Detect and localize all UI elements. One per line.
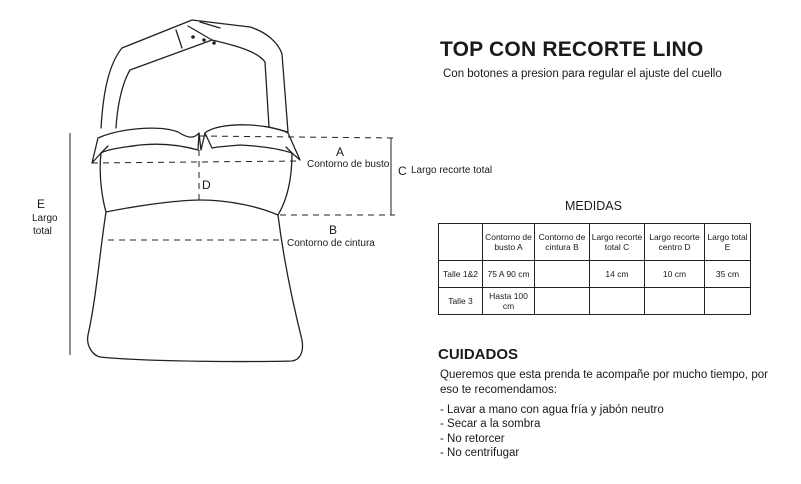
table-header-cell <box>438 223 483 261</box>
left-fold <box>100 145 109 154</box>
bust-insert-seam <box>105 199 279 216</box>
measurements-table: Contorno de busto A Contorno de cintura … <box>438 223 751 315</box>
table-header-cell: Contorno de cintura B <box>534 223 590 261</box>
care-heading: CUIDADOS <box>438 346 519 363</box>
table-cell: Hasta 100 cm <box>482 287 535 315</box>
list-item: - No centrifugar <box>440 447 520 460</box>
table-cell: 35 cm <box>704 260 751 288</box>
list-item: - No retorcer <box>440 432 505 445</box>
size-cell: Talle 1&2 <box>438 260 483 288</box>
list-item: - Secar a la sombra <box>440 418 541 431</box>
top-body <box>86 152 304 363</box>
list-item: - Lavar a mano con agua fría y jabón neu… <box>440 404 664 416</box>
table-header-cell: Largo recorte total C <box>589 223 645 261</box>
table-cell <box>644 287 705 315</box>
table-cell <box>534 287 590 315</box>
table-cell: 14 cm <box>589 260 645 288</box>
table-header-row: Contorno de busto A Contorno de cintura … <box>438 223 751 261</box>
label-total-length-2: total <box>33 226 52 237</box>
size-cell: Talle 3 <box>438 287 483 315</box>
table-cell <box>534 260 590 288</box>
label-insert-length: Largo recorte total <box>411 165 493 176</box>
care-list: - Lavar a mano con agua fría y jabón neu… <box>440 403 664 461</box>
table-header-cell: Largo recorte centro D <box>644 223 705 261</box>
marker-c: C <box>398 164 407 178</box>
label-waist: Contorno de cintura <box>287 238 375 249</box>
measurements-heading: MEDIDAS <box>565 199 622 213</box>
center-dart <box>198 132 206 151</box>
snap-button <box>202 38 206 42</box>
table-cell <box>589 287 645 315</box>
snap-button <box>191 35 195 39</box>
marker-d: D <box>202 178 211 192</box>
bust-guide-line <box>199 135 396 139</box>
upper-bust-line <box>91 160 301 164</box>
table-cell: 10 cm <box>644 260 705 288</box>
neck-strap <box>100 19 289 133</box>
table-cell <box>704 287 751 315</box>
table-header-cell: Contorno de busto A <box>482 223 535 261</box>
marker-a: A <box>336 145 345 159</box>
marker-e: E <box>37 197 46 211</box>
page-title: TOP CON RECORTE LINO <box>440 38 704 61</box>
strap-crossover <box>175 21 221 49</box>
right-cup <box>204 124 301 161</box>
table-row: Talle 3 Hasta 100 cm <box>438 287 751 315</box>
table-cell: 75 A 90 cm <box>482 260 535 288</box>
table-row: Talle 1&2 75 A 90 cm 14 cm 10 cm 35 cm <box>438 260 751 288</box>
label-bust: Contorno de busto <box>307 159 390 170</box>
page-subtitle: Con botones a presion para regular el aj… <box>443 68 722 80</box>
snap-button <box>212 41 216 45</box>
marker-b: B <box>329 223 338 237</box>
care-intro: Queremos que esta prenda te acompañe por… <box>440 369 768 396</box>
table-header-cell: Largo total E <box>704 223 751 261</box>
right-fold <box>285 146 293 154</box>
label-total-length-1: Largo <box>32 213 58 224</box>
